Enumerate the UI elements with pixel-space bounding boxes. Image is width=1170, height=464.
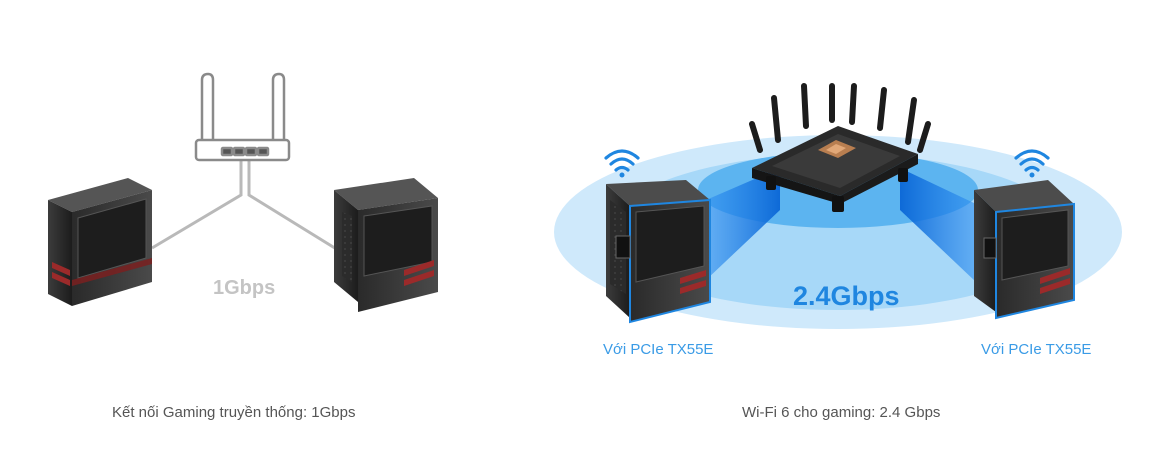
- wired-speed-label: 1Gbps: [213, 277, 276, 299]
- gaming-pc-left: [48, 178, 152, 306]
- wifi-speed-label: 2.4Gbps: [793, 281, 900, 311]
- wired-caption: Kết nối Gaming truyền thống: 1Gbps: [112, 404, 356, 421]
- wifi-beam-right: [900, 168, 976, 282]
- wifi-beam-left: [706, 168, 780, 280]
- wired-router-icon: [194, 72, 291, 162]
- wifi-signal-icon-left: [604, 149, 640, 178]
- wifi-panel: [554, 83, 1122, 329]
- wifi6-router: [749, 83, 931, 212]
- wifi-caption: Wi-Fi 6 cho gaming: 2.4 Gbps: [742, 404, 941, 421]
- pc-right-caption: Với PCIe TX55E: [981, 341, 1092, 358]
- wired-panel: [48, 72, 438, 312]
- gaming-pc-wifi-left: [606, 180, 711, 324]
- pc-left-caption: Với PCIe TX55E: [603, 341, 714, 358]
- wifi-signal-icon-right: [1014, 149, 1050, 178]
- ethernet-cable-right: [247, 158, 339, 252]
- gaming-pc-right: [334, 178, 438, 312]
- ethernet-cable-left: [151, 158, 243, 250]
- gaming-pc-wifi-right: [974, 180, 1075, 320]
